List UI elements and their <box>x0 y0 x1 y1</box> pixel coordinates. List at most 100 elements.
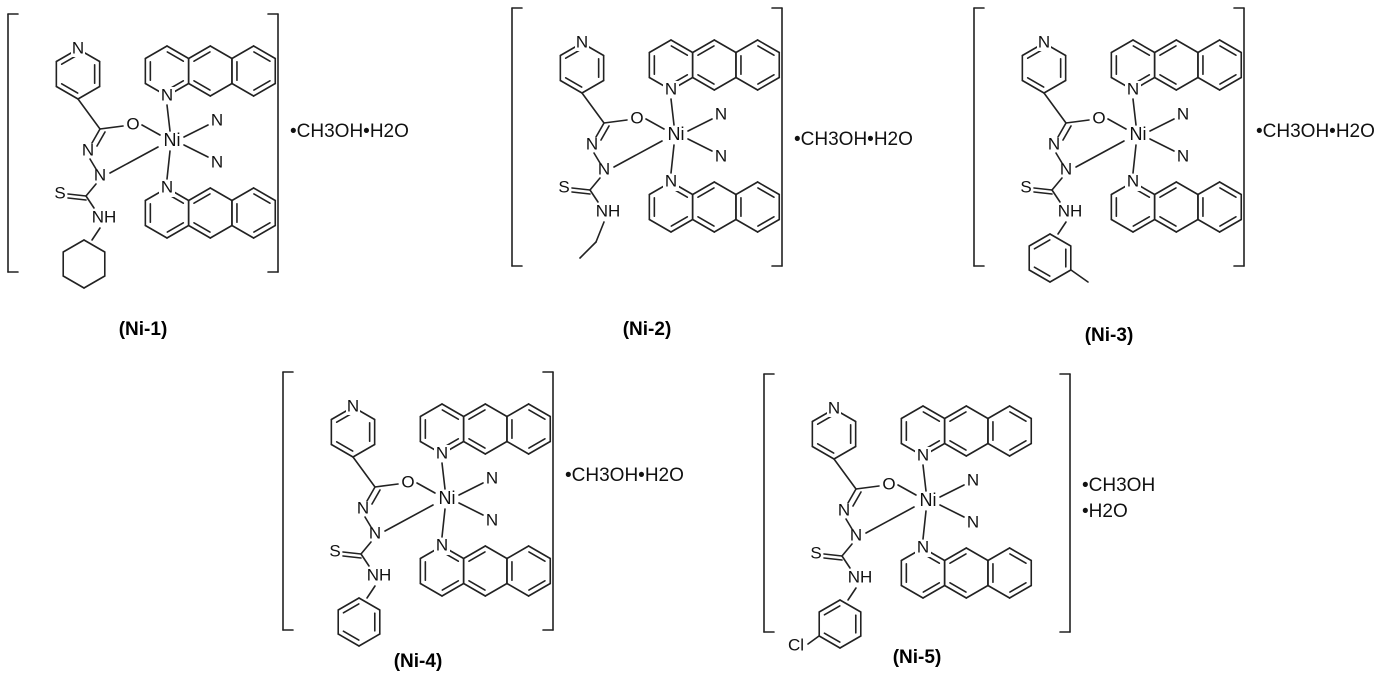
ring-bond <box>670 39 694 54</box>
ring-double-bond <box>441 409 460 421</box>
ring-bond <box>900 405 924 420</box>
bond <box>1051 177 1063 191</box>
ring-bond <box>965 405 989 420</box>
nitrogen-atom: N <box>436 535 448 554</box>
ring-double-bond <box>697 215 715 227</box>
ring-bond <box>144 45 168 60</box>
nitrogen-atom: N <box>1177 146 1189 165</box>
ring-double-bond <box>468 437 486 449</box>
ring-bond <box>1049 233 1072 247</box>
ring-bond <box>1218 181 1243 196</box>
ring-bond <box>209 187 233 202</box>
double-bond <box>67 193 87 197</box>
ethyl-bond <box>579 241 597 259</box>
ring-double-bond <box>757 187 775 199</box>
oxygen-atom: O <box>882 474 895 493</box>
ring-double-bond <box>1159 187 1177 199</box>
bond <box>374 483 399 488</box>
ring-double-bond <box>468 579 486 591</box>
ring-bond <box>811 445 835 460</box>
label-mask <box>1037 35 1051 51</box>
nitrogen-atom: N <box>161 85 173 104</box>
ring-double-bond <box>670 45 689 57</box>
nitrogen-atom: N <box>486 468 498 487</box>
ring-bond <box>713 218 737 233</box>
double-bond <box>67 197 87 201</box>
ring-bond <box>187 45 212 60</box>
ring-bond <box>62 275 85 289</box>
ring-double-bond <box>1219 215 1237 227</box>
bond <box>1057 122 1067 138</box>
ring-bond <box>1049 269 1072 283</box>
double-bond <box>571 187 591 191</box>
ring-double-bond <box>441 579 460 591</box>
ethyl-bond <box>595 221 605 243</box>
ring-bond <box>77 85 101 100</box>
nitrogen-atom: N <box>1127 79 1139 98</box>
label-mask <box>159 179 175 197</box>
label-mask <box>713 106 729 124</box>
ring-double-bond <box>1219 73 1237 85</box>
coordination-bond <box>141 124 161 136</box>
ring-double-bond <box>1009 553 1027 565</box>
label-mask <box>1125 81 1141 99</box>
coordination-bond <box>670 98 675 126</box>
hydrazine-nitrogen: N <box>1060 159 1072 178</box>
ring-bond <box>713 181 737 196</box>
ring-bond <box>144 224 168 239</box>
amine-nh: NH <box>1058 201 1083 220</box>
nitrogen-atom: N <box>161 177 173 196</box>
label-mask <box>159 87 175 105</box>
coordination-bond <box>416 482 436 494</box>
ring-double-bond <box>757 215 775 227</box>
ring-double-bond <box>564 76 583 88</box>
ring-double-bond <box>193 51 211 63</box>
ring-bond <box>352 443 376 458</box>
imine-nitrogen: N <box>1048 134 1060 153</box>
coordination-bond <box>1149 138 1175 152</box>
ring-bond <box>330 443 354 458</box>
nitrogen-atom: N <box>486 510 498 529</box>
ring-double-bond <box>468 551 486 563</box>
ring-double-bond <box>342 603 360 614</box>
label-mask <box>346 399 360 415</box>
ring-bond <box>735 39 759 54</box>
coordination-bond <box>109 146 159 174</box>
ring-bond <box>965 547 989 562</box>
ring-bond <box>965 442 989 457</box>
double-bond <box>600 125 610 141</box>
ring-double-bond <box>1026 76 1045 88</box>
ring-bond <box>1218 218 1243 233</box>
ring-bond <box>462 545 487 560</box>
amine-nh: NH <box>92 207 117 226</box>
ring-bond <box>1008 442 1033 457</box>
ring-double-bond <box>1009 581 1027 593</box>
ring-bond <box>462 582 487 597</box>
imine-nitrogen: N <box>357 498 369 517</box>
oxygen-atom: O <box>401 472 414 491</box>
ring-bond <box>735 181 759 196</box>
ring-bond <box>1153 39 1178 54</box>
ring-double-bond <box>949 553 967 565</box>
solvate-label: •CH3OH•H2O <box>290 121 409 142</box>
ring-bond <box>231 82 255 97</box>
ring-double-bond <box>1009 411 1027 423</box>
imine-nitrogen: N <box>838 500 850 519</box>
bond <box>589 177 601 191</box>
ring-bond <box>1197 76 1221 91</box>
nickel-atom: Ni <box>668 124 685 144</box>
coordination-bond <box>166 104 171 132</box>
ring-bond <box>1153 76 1178 91</box>
ring-bond <box>900 584 924 599</box>
coordination-bond <box>670 144 675 174</box>
ring-double-bond <box>1159 215 1177 227</box>
ring-double-bond <box>1009 439 1027 451</box>
ring-double-bond <box>528 551 546 563</box>
ring-double-bond <box>166 51 185 63</box>
coordination-bond <box>939 504 965 518</box>
ring-bond <box>1197 181 1221 196</box>
ring-bond <box>527 440 552 455</box>
ring-bond <box>648 39 672 54</box>
ring-double-bond <box>922 411 941 423</box>
